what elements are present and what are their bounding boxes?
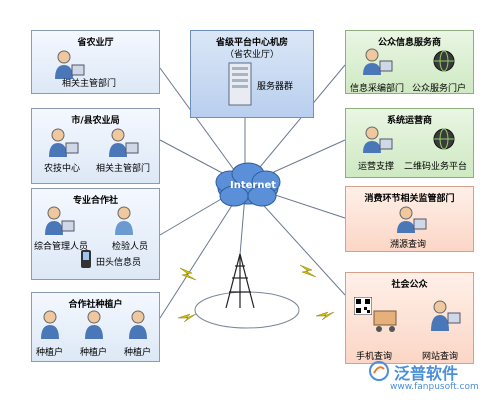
data-center-title: 省级平台中心机房 <box>215 38 288 48</box>
panel-title: 省农业厅 <box>77 38 114 48</box>
panel-title: 市/县农业局 <box>71 116 120 126</box>
item-label: 溯源查询 <box>390 240 427 250</box>
city-agri-panel: 市/县农业局 农技中心 相关主管部门 <box>31 108 160 184</box>
item-label: 网站查询 <box>422 352 459 362</box>
support-icon <box>363 126 393 153</box>
item-label: 相关主管部门 <box>96 164 151 174</box>
panel-title: 合作社种植户 <box>68 300 123 310</box>
panel-title: 专业合作社 <box>72 196 118 206</box>
item-label: 公众服务门户 <box>412 84 467 94</box>
item-label: 手机查询 <box>356 352 393 362</box>
watermark: 泛普软件 www.fanpusoft.com <box>368 358 498 398</box>
province-agri-panel: 省农业厅 相关主管部门 <box>31 30 160 94</box>
item-label: 种植户 <box>36 348 64 358</box>
item-label: 田头信息员 <box>96 258 142 268</box>
item-label: 种植户 <box>124 348 152 358</box>
technician-icon <box>49 128 79 157</box>
watermark-name: 泛普软件 <box>394 364 459 383</box>
shopping-cart-icon <box>373 310 397 332</box>
internet-cloud-icon <box>215 162 281 207</box>
antenna-tower-icon <box>225 253 255 309</box>
farmer-icon <box>41 310 59 339</box>
regulator-panel: 消费环节相关监管部门 溯源查询 <box>345 186 474 252</box>
farmer-panel: 合作社种植户 种植户 种植户 种植户 <box>31 292 160 362</box>
globe-icon <box>433 128 455 150</box>
qr-code-icon <box>354 297 372 315</box>
regulator-icon <box>397 206 427 233</box>
item-label: 二维码业务平台 <box>404 162 468 172</box>
internet-label: Internet <box>230 180 277 191</box>
public-panel: 社会公众 手机查询 网站查询 <box>345 272 474 364</box>
inspector-icon <box>115 206 133 235</box>
item-label: 综合管理人员 <box>34 242 89 252</box>
item-label: 检验人员 <box>112 242 149 252</box>
officer-icon <box>109 128 139 157</box>
editor-icon <box>363 48 393 75</box>
server-label: 服务器群 <box>257 82 294 92</box>
data-center-panel: 省级平台中心机房 （省农业厅） 服务器群 <box>190 30 314 118</box>
item-label: 农技中心 <box>44 164 81 174</box>
data-center-subtitle: （省农业厅） <box>224 50 279 60</box>
farmer-icon <box>85 310 103 339</box>
public-info-panel: 公众信息服务商 信息采编部门 公众服务门户 <box>345 30 474 94</box>
item-label: 运营支撑 <box>358 162 395 172</box>
server-icon <box>228 62 252 106</box>
operator-panel: 系统运营商 运营支撑 二维码业务平台 <box>345 108 474 178</box>
item-label: 相关主管部门 <box>62 79 117 89</box>
panel-title: 消费环节相关监管部门 <box>364 194 455 204</box>
item-label: 信息采编部门 <box>350 84 405 94</box>
panel-title: 公众信息服务商 <box>377 38 441 48</box>
web-user-icon <box>431 300 461 331</box>
cooperative-panel: 专业合作社 综合管理人员 检验人员 田头信息员 <box>31 188 160 280</box>
farmer-icon <box>129 310 147 339</box>
item-label: 种植户 <box>80 348 108 358</box>
logo-icon <box>369 361 389 381</box>
globe-icon <box>433 50 455 72</box>
panel-title: 社会公众 <box>391 280 428 290</box>
watermark-url: www.fanpusoft.com <box>390 382 479 392</box>
manager-icon <box>45 206 75 235</box>
phone-icon <box>81 250 91 268</box>
officer-icon <box>55 50 85 79</box>
panel-title: 系统运营商 <box>386 116 432 126</box>
